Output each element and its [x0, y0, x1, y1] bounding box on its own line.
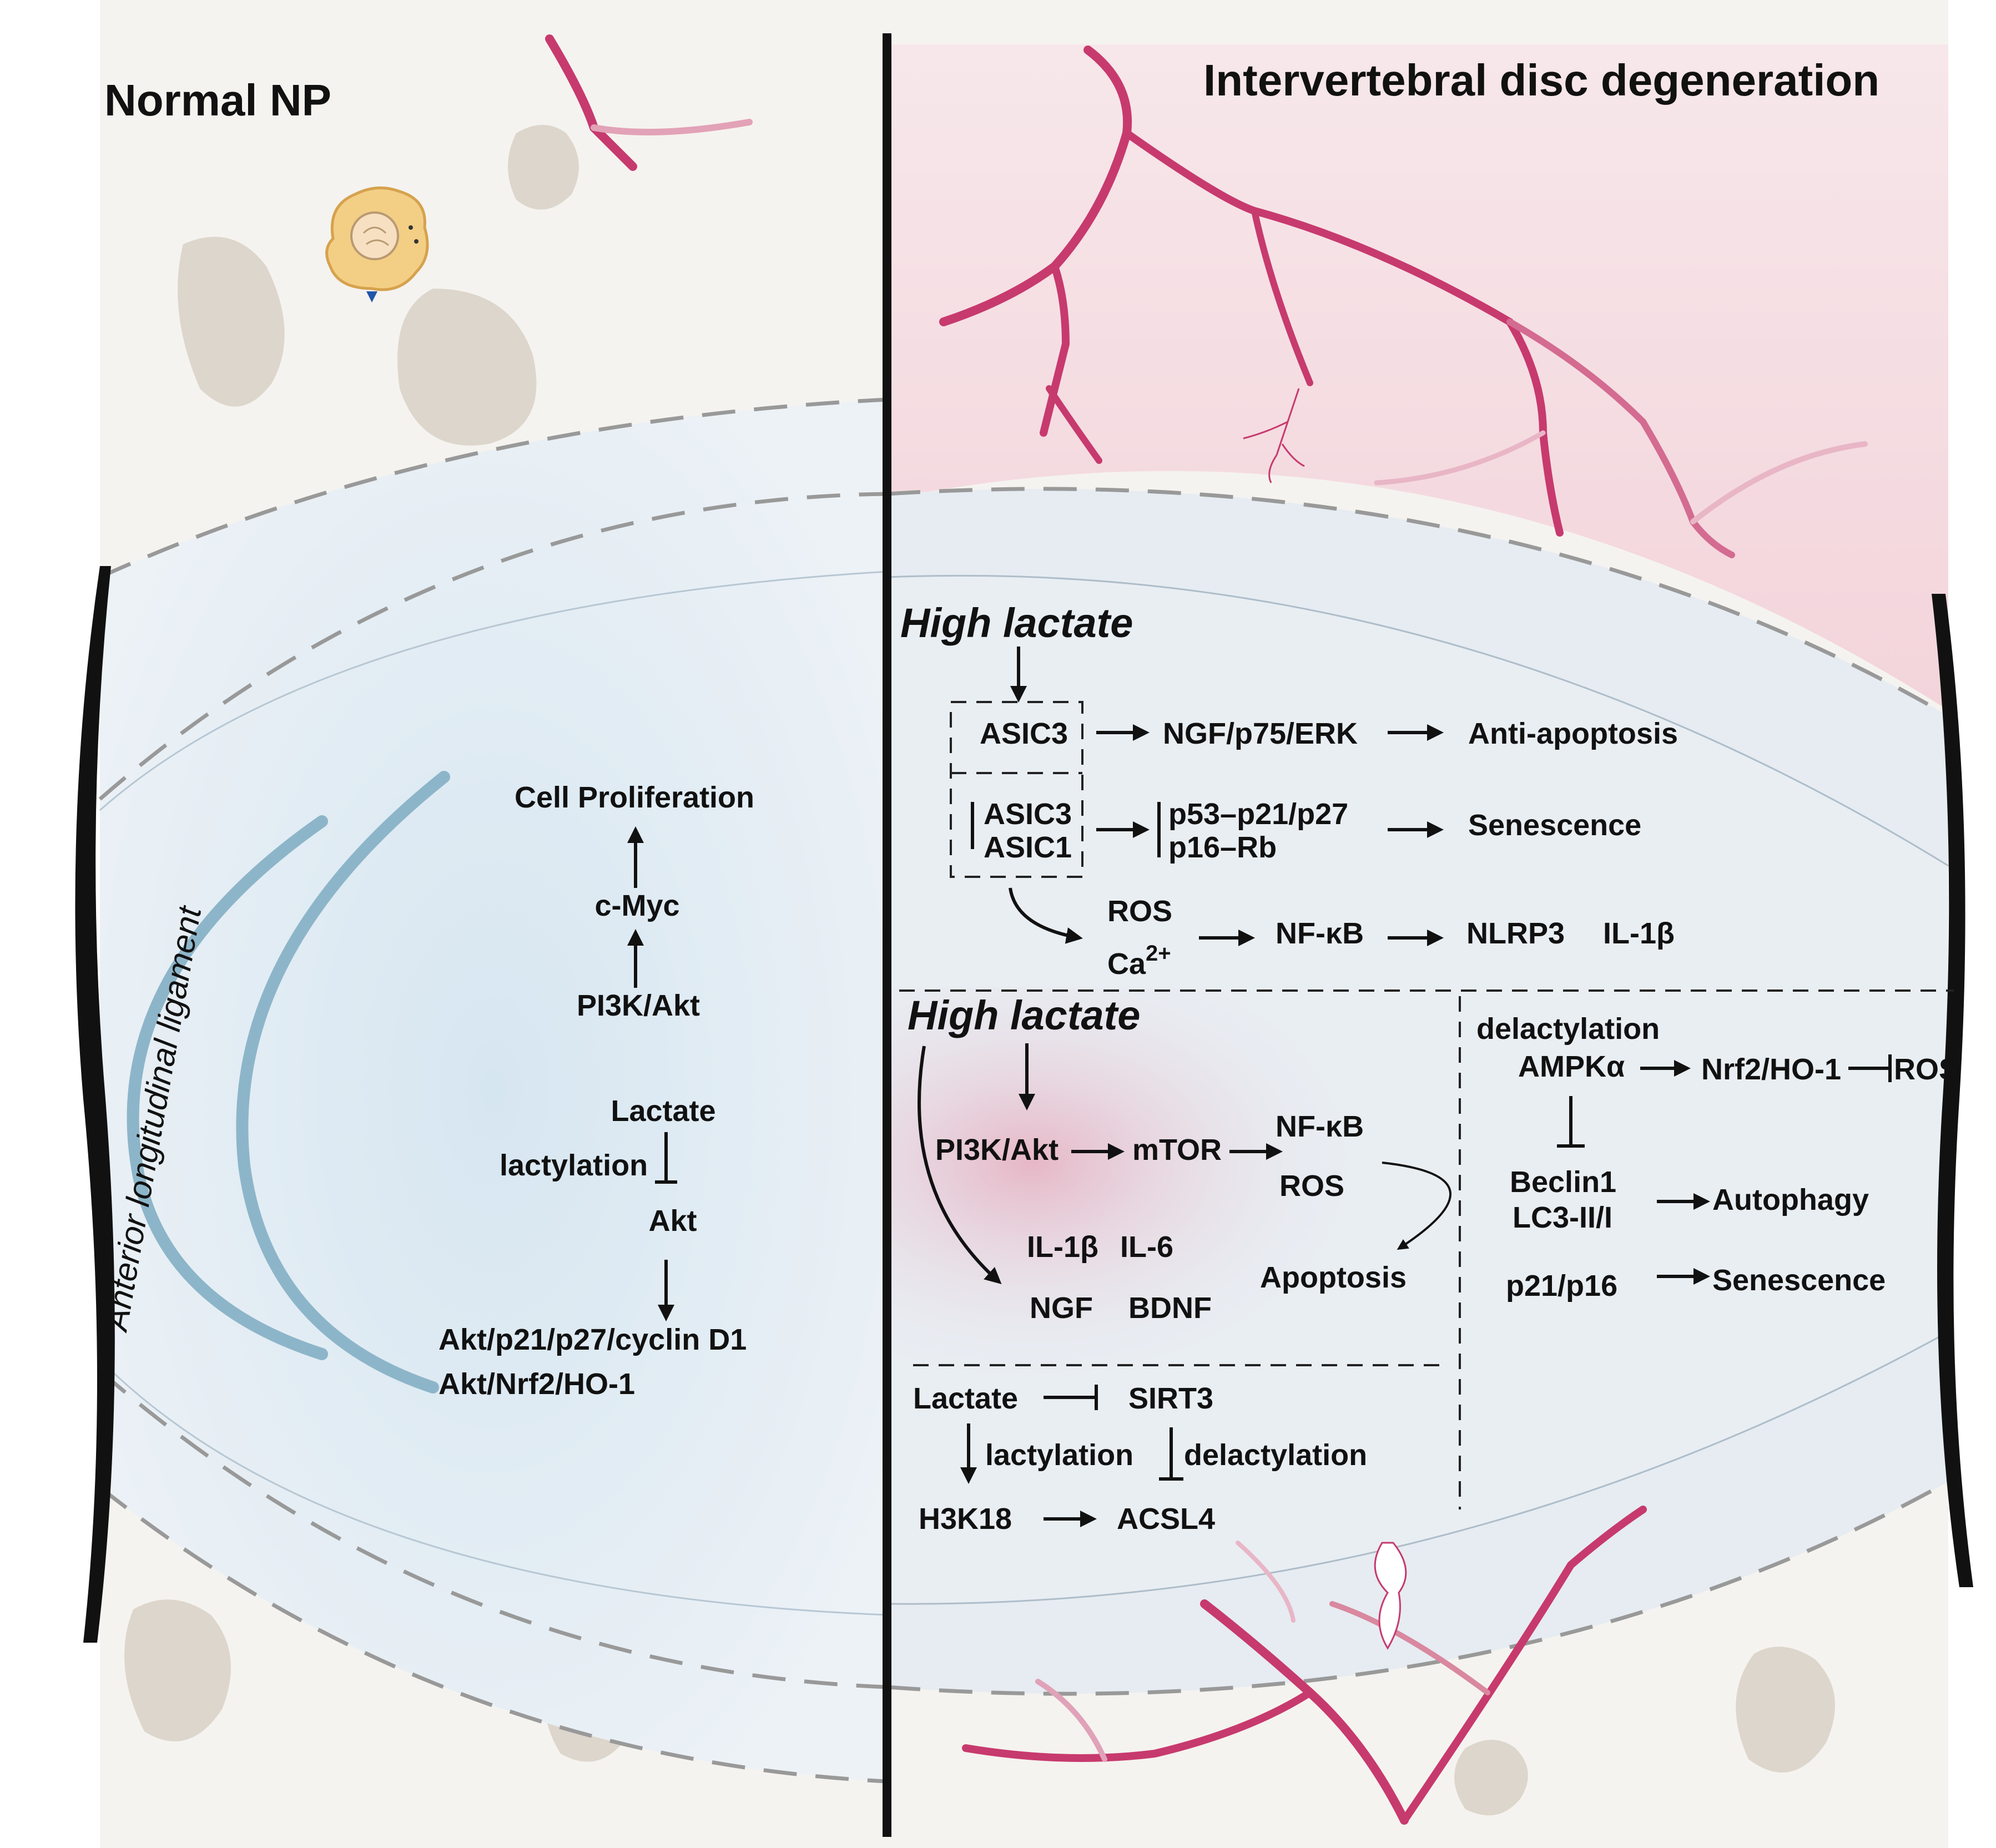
label-high-lactate-2: High lactate: [908, 992, 1140, 1038]
label-senescence-1: Senescence: [1468, 809, 1641, 842]
label-beclin1: Beclin1: [1510, 1165, 1616, 1199]
label-pi3k-akt: PI3K/Akt: [577, 989, 700, 1022]
label-p21-p16: p21/p16: [1506, 1269, 1617, 1302]
right-section-2: High lactate PI3K/Akt mTOR NF-κB ROS IL-…: [908, 992, 1451, 1325]
label-il1b-2: IL-1β: [1027, 1230, 1098, 1264]
label-nf-kb-2: NF-κB: [1276, 1110, 1364, 1143]
label-apoptosis: Apoptosis: [1260, 1261, 1407, 1294]
right-section-1: High lactate ASIC3 NGF/p75/ERK Anti-apop…: [900, 600, 1678, 981]
annulus-lamella-inner: [236, 771, 450, 1393]
annulus-lamella-outer: [127, 815, 328, 1360]
label-nlrp3: NLRP3: [1466, 917, 1565, 950]
label-lactylation-4: lactylation: [985, 1438, 1133, 1472]
label-nf-kb-1: NF-κB: [1276, 917, 1364, 950]
label-ngf: NGF: [1030, 1291, 1093, 1325]
label-il1b-1: IL-1β: [1603, 917, 1675, 950]
label-asic3-a: ASIC3: [980, 717, 1068, 750]
label-bdnf: BDNF: [1128, 1291, 1212, 1325]
label-delactylation-1: delactylation: [1476, 1012, 1660, 1046]
np-cell-icon: [325, 186, 429, 302]
degenerated-disc: [887, 487, 1949, 1696]
label-akt-nrf2: Akt/Nrf2/HO-1: [438, 1367, 635, 1401]
label-ampk: AMPKα: [1518, 1050, 1625, 1083]
inflamed-endplate: [887, 44, 1948, 710]
asic-box: [950, 701, 1083, 878]
label-il6: IL-6: [1120, 1230, 1173, 1264]
label-ros-1: ROS: [1107, 895, 1172, 928]
label-mtor: mTOR: [1132, 1133, 1222, 1167]
label-delactylation-4: delactylation: [1184, 1438, 1367, 1472]
label-sirt3: SIRT3: [1128, 1382, 1213, 1415]
label-h3k18: H3K18: [919, 1502, 1012, 1536]
left-pathway: Cell Proliferation c-Myc PI3K/Akt Lactat…: [438, 781, 754, 1401]
label-akt-p21: Akt/p21/p27/cyclin D1: [438, 1323, 747, 1356]
blood-vessels: [545, 34, 1868, 1825]
label-lactylation: lactylation: [500, 1149, 648, 1182]
label-ngf-p75-erk: NGF/p75/ERK: [1163, 717, 1358, 750]
fissure-icon: [1374, 1542, 1407, 1650]
label-ros-2: ROS: [1279, 1169, 1344, 1203]
label-ros-3: ROS: [1894, 1053, 1959, 1086]
label-nrf2: Nrf2/HO-1: [1701, 1053, 1841, 1086]
label-asic1: ASIC1: [984, 831, 1072, 864]
right-panel-title: Intervertebral disc degeneration: [1203, 55, 1879, 105]
label-lactate: Lactate: [611, 1094, 715, 1128]
anterior-ligament-left: [75, 566, 115, 1643]
right-section-4: Lactate SIRT3 lactylation delactylation …: [913, 1382, 1367, 1536]
normal-disc: [98, 397, 887, 1784]
label-senescence-3: Senescence: [1712, 1264, 1886, 1297]
label-akt: Akt: [648, 1204, 697, 1238]
label-acsl4: ACSL4: [1117, 1502, 1215, 1536]
label-pi3k-akt-2: PI3K/Akt: [935, 1133, 1059, 1167]
left-panel-title: Normal NP: [104, 75, 331, 125]
label-lc3: LC3-II/I: [1513, 1201, 1612, 1234]
label-asic3-b: ASIC3: [984, 797, 1072, 831]
capillary: [1243, 388, 1305, 483]
label-p16: p16–Rb: [1168, 831, 1277, 864]
label-c-myc: c-Myc: [594, 889, 679, 922]
label-ca: Ca2+: [1107, 941, 1171, 981]
right-section-3: delactylation AMPKα Nrf2/HO-1 ROS Beclin…: [1476, 1012, 1959, 1302]
label-lactate-4: Lactate: [913, 1382, 1018, 1415]
label-cell-proliferation: Cell Proliferation: [515, 781, 754, 814]
center-divider: [883, 33, 891, 1837]
ligament-right: [1932, 594, 1973, 1587]
label-anti-apoptosis: Anti-apoptosis: [1468, 717, 1678, 750]
label-autophagy: Autophagy: [1712, 1183, 1869, 1216]
label-p53: p53–p21/p27: [1168, 797, 1348, 831]
label-high-lactate-1: High lactate: [900, 600, 1133, 646]
